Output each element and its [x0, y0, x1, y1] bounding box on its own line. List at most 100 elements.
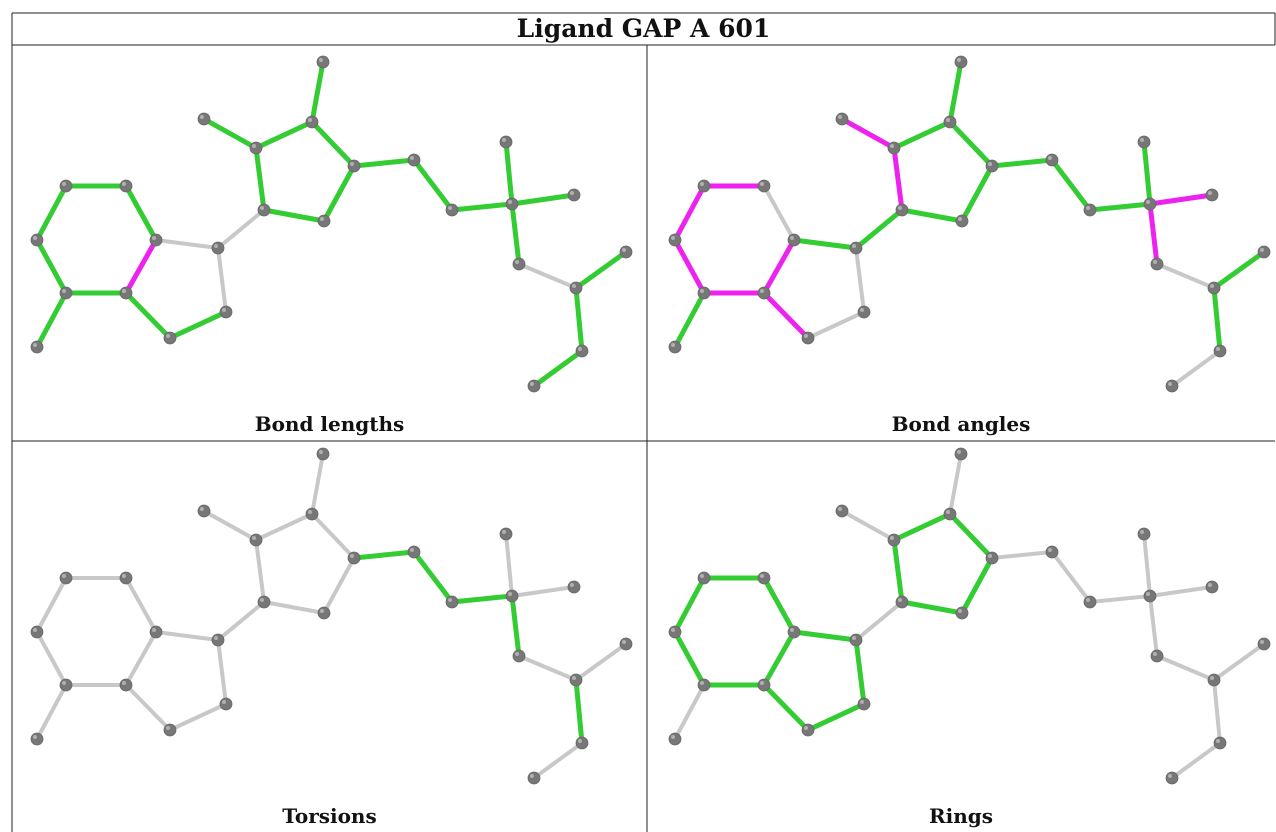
atom — [30, 233, 44, 247]
atom-highlight — [700, 681, 704, 685]
atom-highlight — [508, 592, 512, 596]
atom-highlight — [214, 636, 218, 640]
atom — [895, 203, 909, 217]
atom-highlight — [152, 628, 156, 632]
atom-highlight — [1260, 640, 1264, 644]
atom-highlight — [62, 574, 66, 578]
atom — [1257, 245, 1271, 259]
atom — [1045, 153, 1059, 167]
atom-highlight — [1208, 583, 1212, 587]
atom-highlight — [622, 248, 626, 252]
atom — [211, 241, 225, 255]
atom-highlight — [502, 530, 506, 534]
atom-highlight — [122, 182, 126, 186]
panel-bond-angles-caption: Bond angles — [891, 412, 1031, 436]
atom-highlight — [33, 236, 37, 240]
bond-ok — [411, 549, 455, 605]
atom — [512, 649, 526, 663]
bond-ok — [1211, 285, 1223, 354]
bond-ok — [1211, 249, 1267, 291]
bond-ok — [891, 537, 905, 605]
bond-neutral — [168, 702, 228, 732]
atom-highlight — [62, 681, 66, 685]
atom-highlight — [200, 115, 204, 119]
bond-ok — [947, 59, 964, 125]
atom-highlight — [760, 289, 764, 293]
atom — [1213, 344, 1227, 358]
atom — [347, 159, 361, 173]
atom-highlight — [760, 182, 764, 186]
atom — [407, 153, 421, 167]
bond-neutral — [154, 238, 220, 250]
atom-highlight — [700, 574, 704, 578]
atom — [787, 625, 801, 639]
atom — [305, 507, 319, 521]
bond-ok — [672, 290, 707, 350]
atom-highlight — [1210, 284, 1214, 288]
atom-highlight — [1168, 382, 1172, 386]
atom — [567, 188, 581, 202]
atom-highlight — [890, 144, 894, 148]
atom-highlight — [222, 700, 226, 704]
atom — [1150, 257, 1164, 271]
bond-neutral — [202, 509, 258, 542]
atom-highlight — [958, 217, 962, 221]
atom — [149, 233, 163, 247]
atom-highlight — [320, 217, 324, 221]
bond-neutral — [1212, 678, 1222, 745]
bond-ok — [1049, 157, 1093, 213]
atom-highlight — [152, 236, 156, 240]
atom-highlight — [572, 284, 576, 288]
bond-ok — [449, 593, 515, 605]
atom — [505, 197, 519, 211]
atom-highlight — [946, 510, 950, 514]
atom — [668, 340, 682, 354]
bond-ok — [672, 629, 707, 688]
atom — [407, 545, 421, 559]
atom-highlight — [898, 598, 902, 602]
atom — [985, 551, 999, 565]
atom-highlight — [222, 308, 226, 312]
bond-outlier — [1147, 201, 1160, 267]
atom-highlight — [350, 162, 354, 166]
atom-highlight — [350, 554, 354, 558]
atom-highlight — [62, 289, 66, 293]
atom — [317, 606, 331, 620]
atom — [801, 331, 815, 345]
atom-highlight — [166, 334, 170, 338]
atom — [1205, 580, 1219, 594]
atom-highlight — [530, 774, 534, 778]
atom — [149, 625, 163, 639]
atom — [567, 580, 581, 594]
atom-highlight — [448, 598, 452, 602]
bond-ok — [853, 207, 905, 251]
atom-highlight — [860, 700, 864, 704]
bond-neutral — [216, 208, 266, 250]
atom — [249, 533, 263, 547]
atom — [1143, 589, 1157, 603]
bond-neutral — [254, 512, 314, 542]
bond-ok — [201, 116, 259, 151]
atom — [668, 732, 682, 746]
atom — [316, 55, 330, 69]
bond-neutral — [574, 642, 628, 682]
atom — [445, 595, 459, 609]
atom — [857, 697, 871, 711]
atom-highlight — [448, 206, 452, 210]
atom-highlight — [530, 382, 534, 386]
atom-highlight — [1048, 156, 1052, 160]
atom-highlight — [62, 182, 66, 186]
bond-neutral — [854, 246, 866, 314]
bond-neutral — [1170, 741, 1222, 780]
atom-highlight — [804, 726, 808, 730]
bond-ok — [899, 599, 965, 616]
bond-neutral — [806, 310, 866, 340]
bond-ok — [573, 285, 585, 354]
bond-neutral — [948, 452, 963, 516]
atom — [575, 736, 589, 750]
atom — [569, 281, 583, 295]
bond-neutral — [310, 452, 325, 516]
bond-neutral — [124, 683, 172, 732]
atom — [1257, 637, 1271, 651]
